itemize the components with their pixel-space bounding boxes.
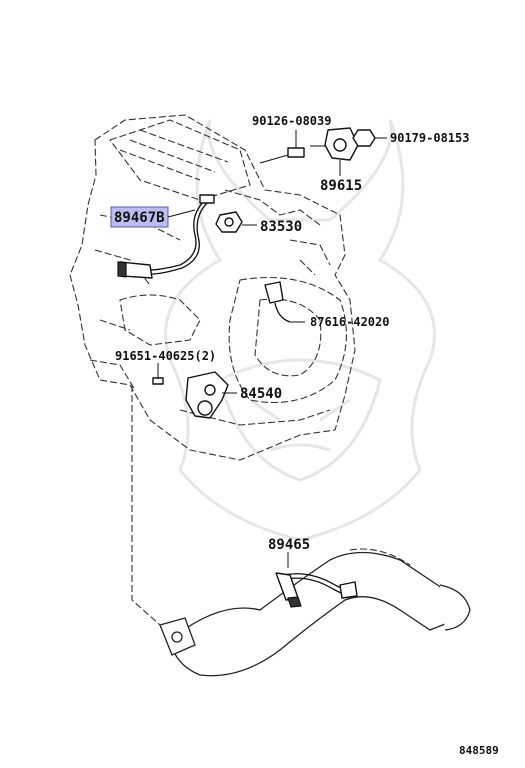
part-label-91651-40625[interactable]: 91651-40625(2) <box>115 349 216 363</box>
nut-90179 <box>352 129 387 147</box>
part-label-89615[interactable]: 89615 <box>320 178 362 194</box>
watermark-logo <box>164 119 436 542</box>
bolt-91651 <box>152 363 164 385</box>
air-fuel-sensor-89467 <box>117 194 215 279</box>
part-label-89467b[interactable]: 89467B <box>114 210 165 226</box>
exhaust-pipe <box>131 385 471 677</box>
clamp-87616 <box>264 281 305 323</box>
neutral-start-switch-84540 <box>185 371 237 419</box>
part-label-90179-08153[interactable]: 90179-08153 <box>390 131 469 145</box>
oxygen-sensor-89465 <box>275 552 358 608</box>
diagram-id: 848589 <box>459 744 499 757</box>
part-label-87616-42020[interactable]: 87616-42020 <box>310 315 389 329</box>
stud-bolt-90126 <box>259 130 305 164</box>
part-label-89465[interactable]: 89465 <box>268 537 310 553</box>
part-label-84540[interactable]: 84540 <box>240 386 282 402</box>
knock-sensor-89615 <box>310 127 359 176</box>
oil-pressure-switch-83530 <box>215 211 257 233</box>
part-label-90126-08039[interactable]: 90126-08039 <box>252 114 331 128</box>
part-label-83530[interactable]: 83530 <box>260 219 302 235</box>
